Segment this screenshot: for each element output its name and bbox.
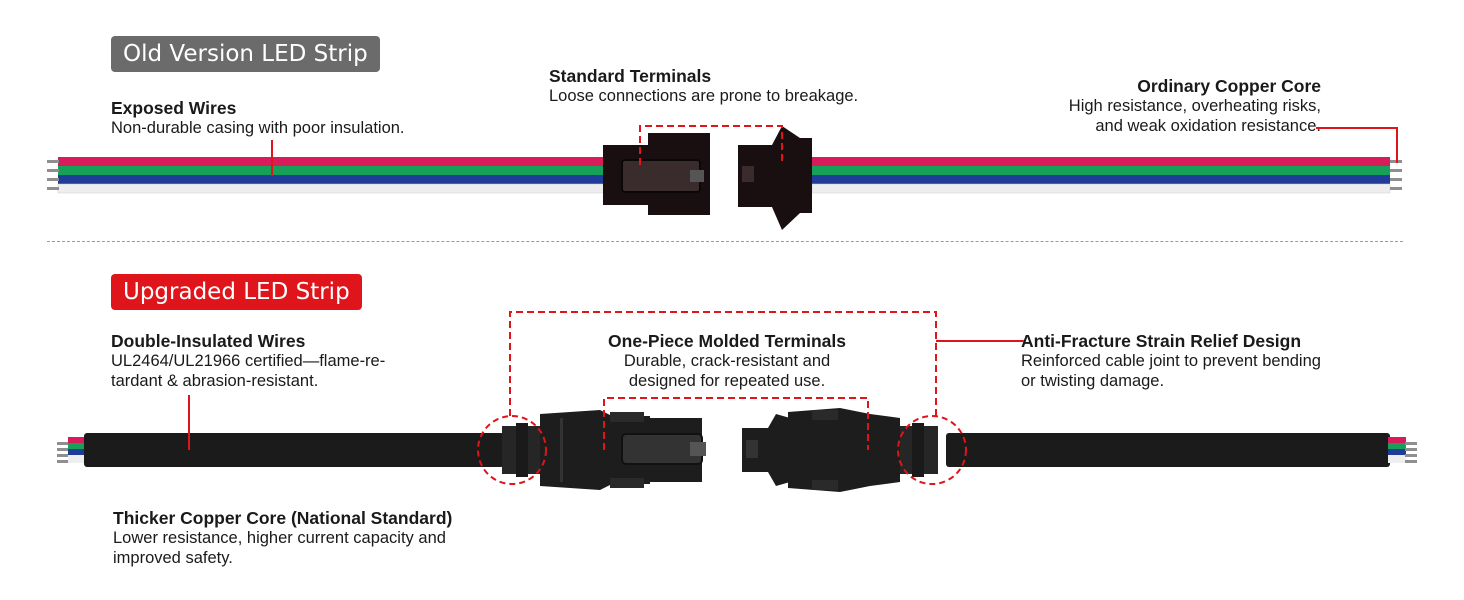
ordinary-copper-leader [1316, 127, 1398, 163]
strain-relief-circle-left [477, 415, 547, 485]
old-right-ribbon-wires [811, 157, 1402, 194]
old-female-connector [738, 126, 812, 230]
strain-relief-circle-right [897, 415, 967, 485]
callout-title: Double-Insulated Wires [111, 331, 306, 351]
thicker-copper-callout: Thicker Copper Core (National Standard) … [113, 508, 452, 568]
callout-line: Non-durable casing with poor insulation. [111, 119, 405, 137]
new-female-molded-connector [742, 408, 938, 492]
old-left-ribbon-wires [47, 157, 607, 194]
standard-terminals-leader [639, 125, 783, 165]
exposed-wires-callout: Exposed Wires Non-durable casing with po… [111, 98, 405, 138]
new-left-cable [57, 433, 504, 467]
callout-title: Thicker Copper Core (National Standard) [113, 508, 453, 528]
upgraded-badge: Upgraded LED Strip [111, 274, 362, 310]
section-divider [47, 241, 1403, 242]
new-right-cable [946, 433, 1417, 467]
ordinary-copper-callout: Ordinary Copper Core High resistance, ov… [1069, 76, 1321, 136]
double-insulated-callout: Double-Insulated Wires UL2464/UL21966 ce… [111, 331, 385, 391]
strain-relief-bracket [509, 311, 937, 416]
old-male-connector [603, 133, 710, 215]
molded-terminals-leader [603, 397, 869, 450]
callout-line: Reinforced cable joint to prevent bendin… [1021, 352, 1321, 370]
callout-title: Anti-Fracture Strain Relief Design [1021, 331, 1302, 351]
callout-line: Durable, crack-resistant and [623, 352, 831, 370]
molded-terminals-callout: One-Piece Molded Terminals Durable, crac… [567, 331, 887, 391]
callout-line: High resistance, overheating risks, [1068, 97, 1321, 115]
callout-line: UL2464/UL21966 certified—flame-re- [111, 352, 386, 370]
callout-line: improved safety. [113, 549, 233, 567]
callout-line: and weak oxidation resistance. [1095, 117, 1321, 135]
callout-title: Exposed Wires [111, 98, 237, 118]
callout-line: Lower resistance, higher current capacit… [113, 529, 446, 547]
callout-line: Loose connections are prone to breakage. [549, 87, 859, 105]
old-version-badge: Old Version LED Strip [111, 36, 380, 72]
callout-title: One-Piece Molded Terminals [608, 331, 846, 351]
callout-title: Ordinary Copper Core [1137, 76, 1321, 96]
callout-title: Standard Terminals [549, 66, 712, 86]
new-male-molded-connector [502, 410, 706, 490]
callout-line: designed for repeated use. [628, 372, 826, 390]
callout-line: or twisting damage. [1021, 372, 1165, 390]
strain-relief-callout: Anti-Fracture Strain Relief Design Reinf… [1021, 331, 1321, 391]
standard-terminals-callout: Standard Terminals Loose connections are… [549, 66, 858, 106]
callout-line: tardant & abrasion-resistant. [111, 372, 319, 390]
